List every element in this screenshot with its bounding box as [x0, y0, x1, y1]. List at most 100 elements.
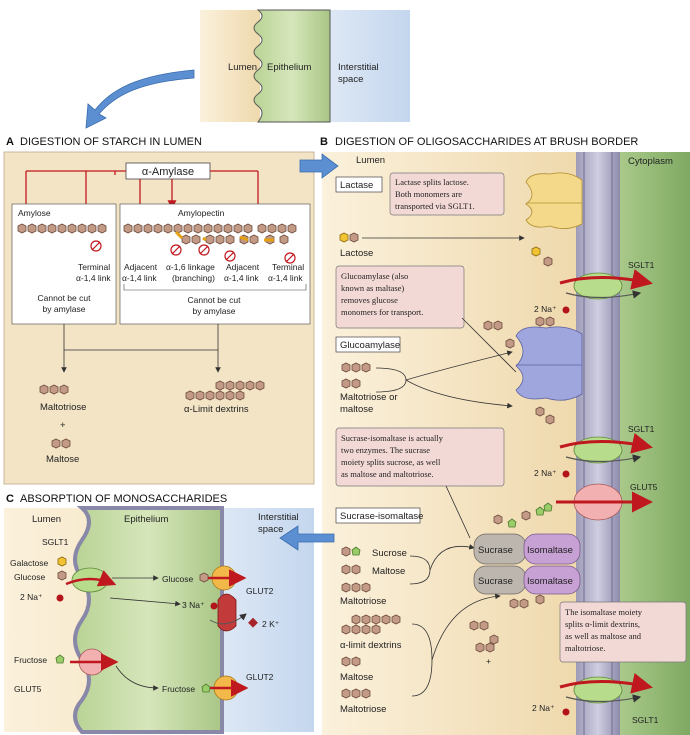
sglt1-c-label: SGLT1	[42, 537, 69, 547]
lactase-note-3: transported via SGLT1.	[395, 201, 475, 211]
amylose-box	[11, 203, 117, 325]
maltotriose-d-label: Maltotriose	[340, 704, 386, 715]
na-label-c: 2 Na⁺	[532, 703, 555, 713]
na-label-a: 2 Na⁺	[534, 304, 557, 314]
panel-c-epithelium-bg	[73, 506, 224, 734]
amylose-label: Amylose	[18, 208, 51, 218]
sucrase-isomaltase-enzyme-icon	[473, 533, 581, 595]
glut2-b-transporter	[210, 675, 249, 701]
sglt1-c-transporter	[65, 567, 117, 593]
panel-b-lumen-label: Lumen	[356, 155, 385, 166]
na-label-b: 2 Na⁺	[534, 468, 557, 478]
isomaltase-label-1: Isomaltase	[527, 545, 573, 556]
amylase-label: α-Amylase	[142, 166, 194, 178]
adjacent-2a: Adjacent	[226, 262, 260, 272]
sucrase-label-2: Sucrase	[478, 576, 513, 587]
maltotriose-d-molecule	[341, 688, 371, 699]
adjacent-2b: α-1,4 link	[224, 273, 259, 283]
amylopectin-label: Amylopectin	[178, 208, 225, 218]
sucrase-isomaltase-label: Sucrase-isomaltase	[340, 511, 423, 522]
sglt1-label-c: SGLT1	[632, 715, 659, 725]
fructose-label: Fructose	[14, 655, 47, 665]
amylose-terminal-1: Terminal	[78, 262, 110, 272]
maltotriose-c-molecule	[341, 582, 371, 593]
panel-b: B DIGESTION OF OLIGOSACCHARIDES AT BRUSH…	[299, 136, 690, 735]
sucrase-note-3: moiety splits sucrose, as well	[341, 457, 441, 467]
svg-text:+: +	[486, 656, 491, 666]
lactose-label: Lactose	[340, 248, 373, 259]
maltotriose-or-1: Maltotriose or	[340, 392, 398, 403]
isomaltase-note-box	[559, 601, 687, 663]
glut5-c-transporter	[70, 648, 119, 676]
panel-a: A DIGESTION OF STARCH IN LUMEN α-Amylase…	[3, 136, 315, 485]
amylose-cannot-2: by amylase	[43, 304, 86, 314]
panel-c: C ABSORPTION OF MONOSACCHARIDES Lumen Ep…	[4, 493, 335, 734]
maltotriose-or-2: maltose	[340, 404, 373, 415]
iso-note-1: The isomaltase moiety	[565, 607, 643, 617]
maltotriose-c-label: Maltotriose	[340, 596, 386, 607]
galactose-label: Galactose	[10, 558, 49, 568]
terminal-2a: Terminal	[272, 262, 304, 272]
plus-sign: +	[60, 420, 66, 431]
isomaltase-label-2: Isomaltase	[527, 576, 573, 587]
lactase-note-2: Both monomers are	[395, 189, 462, 199]
top-interstitial-label-2: space	[338, 74, 363, 85]
gluco-note-3: removes glucose	[341, 295, 398, 305]
sucrase-note-box	[335, 427, 505, 487]
top-epithelium-region	[253, 9, 331, 123]
gluco-note-2: known as maltase)	[341, 283, 404, 293]
panel-c-interstitial-1: Interstitial	[258, 512, 299, 523]
panel-c-title: ABSORPTION OF MONOSACCHARIDES	[20, 493, 227, 505]
lactase-enzyme-icon	[525, 172, 583, 229]
panel-c-epithelium-label: Epithelium	[124, 514, 168, 525]
lactase-label: Lactase	[340, 180, 373, 191]
lactase-box	[335, 176, 383, 193]
glucoamylase-box	[335, 336, 401, 353]
panel-b-arrow-icon	[299, 153, 339, 179]
iso-note-2: splits α-limit dextrins,	[565, 619, 640, 629]
glut2-b-label: GLUT2	[246, 672, 274, 682]
sglt1-transporter-c	[559, 673, 653, 704]
na-c-label: 2 Na⁺	[20, 592, 43, 602]
panel-a-letter: A	[6, 136, 14, 148]
sucrase-note-1: Sucrase-isomaltase is actually	[341, 433, 444, 443]
fructose-in-label: Fructose	[162, 684, 195, 694]
lactase-note-box	[389, 172, 505, 216]
amylopectin-cannot-1: Cannot be cut	[188, 295, 242, 305]
sglt1-transporter-a	[559, 269, 653, 300]
panel-a-title: DIGESTION OF STARCH IN LUMEN	[20, 136, 202, 148]
panel-c-lumen-label: Lumen	[32, 514, 61, 525]
limit-dextrins-b-label: α-limit dextrins	[340, 640, 402, 651]
amylose-terminal-2: α-1,4 link	[76, 273, 111, 283]
top-orientation: Lumen Epithelium Interstitial space	[85, 9, 410, 129]
maltotriose-label: Maltotriose	[40, 402, 86, 413]
k-ion-icon	[248, 617, 258, 628]
gluco-note-4: monomers for transport.	[341, 307, 423, 317]
gluco-note-1: Glucoamylase (also	[341, 271, 408, 281]
glut2-a-transporter	[208, 565, 247, 591]
maltose-c-label: Maltose	[340, 672, 373, 683]
branch-2: (branching)	[172, 273, 215, 283]
limit-dextrins-label: α-Limit dextrins	[184, 404, 249, 415]
sucrose-label: Sucrose	[372, 548, 407, 559]
amylose-cannot-1: Cannot be cut	[38, 293, 92, 303]
na3-label: 3 Na⁺	[182, 600, 205, 610]
panel-c-interstitial-2: space	[258, 524, 283, 535]
terminal-2b: α-1,4 link	[268, 273, 303, 283]
panel-b-letter: B	[320, 136, 328, 148]
iso-note-3: as well as maltose and	[565, 631, 642, 641]
glut5-label: GLUT5	[630, 482, 658, 492]
top-lumen-label: Lumen	[228, 62, 257, 73]
amylopectin-cannot-2: by amylase	[193, 306, 236, 316]
panel-b-cytoplasm-label: Cytoplasm	[628, 156, 673, 167]
sglt1-label-b: SGLT1	[628, 424, 655, 434]
glucoamylase-label: Glucoamylase	[340, 340, 400, 351]
top-epithelium-label: Epithelium	[267, 62, 311, 73]
k2-label: 2 K⁺	[262, 619, 280, 629]
lactase-note-1: Lactase splits lactose.	[395, 177, 469, 187]
sucrase-label-1: Sucrase	[478, 545, 513, 556]
na-k-pump	[209, 593, 247, 632]
sucrase-note-2: two enzymes. The sucrase	[341, 445, 430, 455]
amylose-chain	[17, 223, 107, 234]
branch-1: α-1,6 linkage	[166, 262, 215, 272]
